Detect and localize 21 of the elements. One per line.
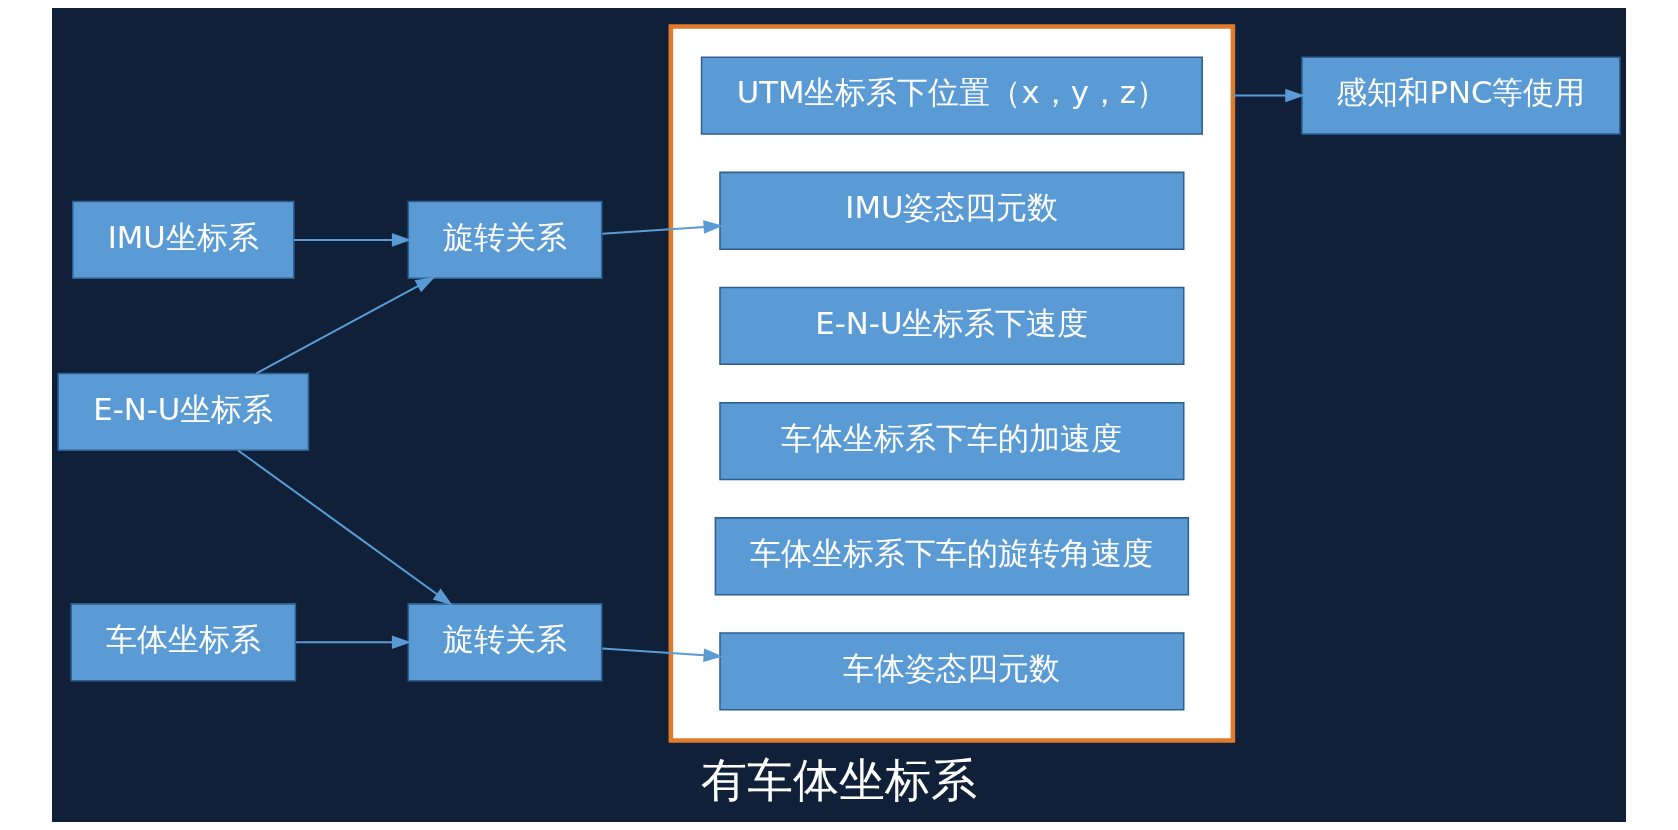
arrow bbox=[255, 276, 435, 375]
node-box: 旋转关系 bbox=[407, 200, 603, 280]
arrow bbox=[601, 220, 723, 235]
arrow bbox=[1231, 88, 1305, 103]
node-box: 车体坐标系 bbox=[70, 603, 297, 682]
node-box: E-N-U坐标系 bbox=[57, 372, 310, 452]
node-box: 车体姿态四元数 bbox=[719, 632, 1185, 711]
cluster bbox=[668, 24, 1236, 743]
node-box: 车体坐标系下车的加速度 bbox=[719, 401, 1185, 481]
arrow bbox=[294, 635, 412, 650]
node-box: E-N-U坐标系下速度 bbox=[719, 286, 1185, 366]
node-box: IMU坐标系 bbox=[71, 200, 295, 280]
node-box: 车体坐标系下车的旋转角速度 bbox=[714, 517, 1190, 596]
node-box: 旋转关系 bbox=[407, 603, 603, 682]
arrow bbox=[601, 647, 723, 662]
node-box: IMU姿态四元数 bbox=[719, 171, 1185, 250]
arrow bbox=[293, 233, 412, 247]
arrow bbox=[237, 449, 453, 606]
caption: 有车体坐标系 bbox=[701, 752, 977, 807]
node-box: UTM坐标系下位置（x，y，z） bbox=[700, 56, 1203, 135]
node-box: 感知和PNC等使用 bbox=[1301, 56, 1621, 135]
